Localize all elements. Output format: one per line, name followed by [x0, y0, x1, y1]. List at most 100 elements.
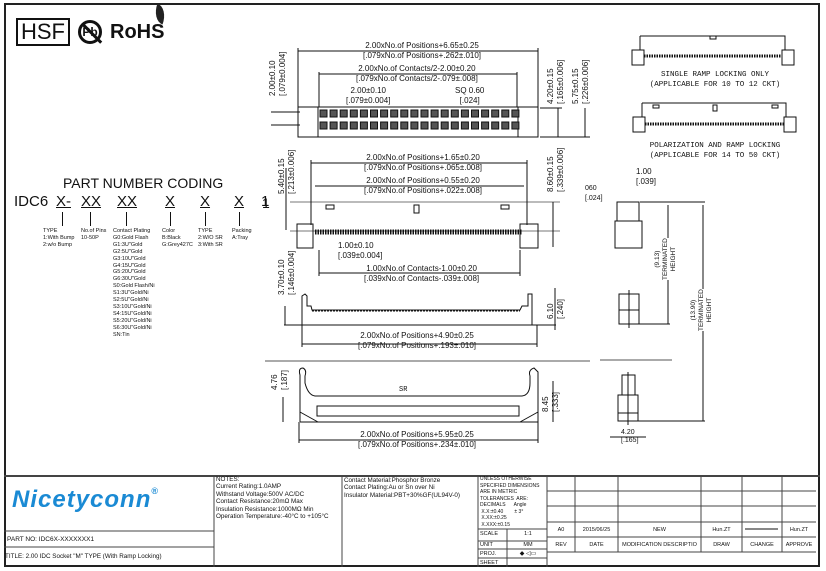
brand-logo: Nicetyconn®	[12, 486, 159, 514]
dim-pitch: 2.00±0.10[.079±0.004]	[346, 86, 390, 106]
dim-value: 060	[585, 185, 597, 192]
dim-h1: 4.20±0.15[.165±0.006]	[546, 60, 566, 104]
legend-line: Contact Plating	[113, 228, 151, 234]
dim-value: 1.00xNo.of Contacts-1.00±0.20	[366, 264, 477, 273]
contact-pin	[491, 109, 500, 118]
revision-cell: NEW	[653, 527, 666, 533]
tolerance-line: X.XXX:±0.15	[480, 521, 510, 528]
legend-line: G3:10U"Gold	[113, 255, 146, 262]
note-line: Contact Resistance:20mΩ Max	[216, 498, 303, 506]
variant-single-ramp	[631, 35, 795, 66]
dim-sr-h-right: 8.45[.333]	[541, 392, 561, 412]
legend-line: B:Black	[162, 234, 181, 241]
dim-value: [.079±0.004]	[346, 96, 391, 105]
unit-label: UNIT	[480, 542, 493, 548]
dim-value: 2.00xNo.of Positions+4.90±0.25	[360, 331, 474, 340]
dim-value: [.024]	[459, 96, 480, 105]
part-no: PART NO: IDC6X-XXXXXXX1	[7, 536, 95, 543]
contact-pin	[460, 121, 469, 130]
dim-value: [.165]	[621, 437, 639, 444]
legend-line: A:Tray	[232, 234, 248, 241]
dim-front-w1: 2.00xNo.of Positions+1.65±0.20[.079xNo.o…	[364, 153, 482, 173]
dim-overall: 2.00xNo.of Positions+6.65±0.25[.079xNo.o…	[363, 41, 481, 61]
pin-grid	[319, 109, 520, 130]
dim-value: SQ 0.60	[455, 86, 485, 95]
dim-front-pitch: 1.00±0.10[.039±0.004]	[338, 241, 382, 261]
caption-line: SINGLE RAMP LOCKING ONLY	[660, 71, 770, 79]
contact-pin	[400, 109, 409, 118]
note-line: Withstand Voltage:500V AC/DC	[216, 490, 305, 498]
dim-value: [.146±0.004]	[287, 250, 296, 295]
dim-value: 4.20±0.15	[546, 68, 555, 104]
lead-free-icon: Pb	[78, 20, 102, 44]
leader-line	[62, 212, 63, 226]
contact-pin	[319, 109, 328, 118]
contact-pin	[420, 109, 429, 118]
unit-value: MM	[523, 542, 533, 548]
legend-line: S1:3U"Gold/Ni	[113, 290, 149, 297]
front-view	[285, 160, 560, 276]
dim-value: 8.45	[541, 396, 550, 412]
tolerance-line: DECIMALS Angle	[480, 502, 527, 508]
legend-line: 3:With SR	[198, 241, 223, 248]
leader-line	[239, 212, 240, 226]
contact-pin	[359, 121, 368, 130]
legend-line: G0:Gold Flash	[113, 234, 149, 241]
dim-front-h-right: 8.60±0.15[.339±0.006]	[546, 148, 566, 192]
revision-cell: Hun.ZT	[712, 527, 731, 533]
revision-header: REV	[555, 542, 567, 548]
dim-value: [.039±0.004]	[338, 251, 383, 260]
dim-value: TERMINATED	[698, 289, 705, 331]
contact-pin	[471, 109, 479, 118]
dim-value: 2.00±0.10	[350, 86, 386, 95]
contact-pin	[450, 109, 459, 118]
pn-seg-plating: XX	[117, 193, 138, 210]
dim-front-h-left: 5.40±0.15[.213±0.006]	[277, 150, 297, 194]
legend-line: 2:W/O SR	[198, 234, 223, 241]
dim-front-h-low: 3.70±0.10[.146±0.004]	[277, 251, 297, 295]
revision-header: DRAW	[713, 542, 730, 548]
dim-value: 2.00xNo.of Positions+0.55±0.20	[366, 176, 480, 185]
dim-value: 1.00	[636, 167, 652, 176]
revision-header: APPROVE	[785, 542, 813, 548]
contact-pin	[481, 121, 490, 130]
dim-value: 1.00±0.10	[338, 241, 374, 250]
dim-value: 2.00±0.10	[268, 60, 277, 96]
contact-pin	[390, 109, 399, 118]
contact-pin	[410, 109, 419, 118]
material-line: Contact Plating:Au or Sn over Ni	[344, 484, 435, 492]
dim-value: [.333]	[551, 391, 560, 412]
contact-pin	[511, 121, 520, 130]
revision-header: CHANGE	[750, 542, 774, 548]
dim-cover-width: 2.00xNo.of Positions+4.90±0.25[.079xNo.o…	[358, 331, 476, 351]
note-line: Current Rating:1.0AMP	[216, 483, 282, 491]
legend-line: S3:10U"Gold/Ni	[113, 303, 152, 310]
drawing-title: TITLE: 2.00 IDC Socket "M" TYPE (With Ra…	[5, 553, 162, 560]
contact-pin	[390, 121, 399, 130]
contact-pin	[440, 109, 449, 118]
contact-pin	[501, 121, 510, 130]
legend-line: G4:15U"Gold	[113, 262, 146, 269]
dim-value: [.213±0.006]	[287, 149, 296, 194]
dim-value: [.165±0.006]	[556, 59, 565, 104]
dim-value: [.079xNo.of Contacts/2-.079±.008]	[356, 74, 478, 83]
contact-pin	[329, 109, 338, 118]
dim-value: 5.75±0.15	[571, 68, 580, 104]
caption-line: (APPLICABLE FOR 14 TO 50 CKT)	[649, 152, 781, 160]
dim-row-pitch: 2.00±0.10[.079±0.004]	[268, 52, 288, 96]
dim-sr-h-left: 4.76[.187]	[270, 370, 290, 390]
contact-pin	[349, 109, 358, 118]
contact-pin	[349, 121, 358, 130]
revision-cell: A0	[557, 527, 565, 533]
dim-side-d1: 1.00[.039]	[636, 167, 656, 187]
dim-value: [.079xNo.of Positions+.262±.010]	[363, 51, 482, 60]
dim-side-width: 4.20[.165]	[621, 429, 639, 445]
legend-line: S5:20U"Gold/Ni	[113, 317, 152, 324]
dim-value: 2.00xNo.of Positions+1.65±0.20	[366, 153, 480, 162]
